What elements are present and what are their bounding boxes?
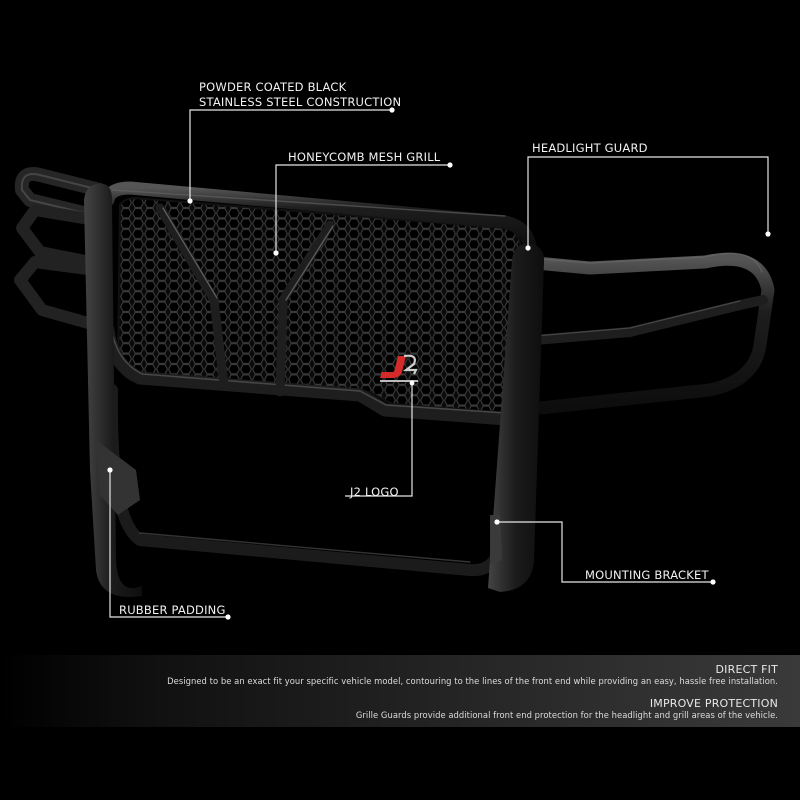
right-upright-post: [488, 243, 545, 593]
callout-construction-line-1: POWDER COATED BLACK: [199, 80, 347, 94]
callout-bracket-label: MOUNTING BRACKET: [585, 568, 709, 582]
feature-info-band: DIRECT FIT Designed to be an exact fit y…: [0, 655, 800, 727]
callout-construction: POWDER COATED BLACK STAINLESS STEEL CONS…: [199, 80, 401, 110]
right-mounting-bracket: [490, 515, 502, 565]
callout-honeycomb-mesh: HONEYCOMB MESH GRILL: [288, 150, 440, 165]
callout-padding-label: RUBBER PADDING: [119, 603, 226, 617]
callout-logo-label: J2 LOGO: [350, 485, 399, 499]
feature-description: Grille Guards provide additional front e…: [355, 710, 778, 720]
left-headlight-guard: [14, 167, 107, 331]
callout-dots: [107, 107, 771, 620]
j2-logo-icon: [380, 354, 418, 382]
callout-headlight-guard: HEADLIGHT GUARD: [532, 141, 648, 156]
callout-rubber-padding: RUBBER PADDING: [119, 603, 226, 618]
callout-construction-line-2: STAINLESS STEEL CONSTRUCTION: [199, 95, 402, 109]
callout-leader-lines: [109, 109, 769, 618]
callout-headlight-label: HEADLIGHT GUARD: [532, 141, 648, 155]
left-mounting-bracket: [96, 440, 140, 515]
feature-title: DIRECT FIT: [715, 663, 778, 676]
feature-improve-protection: IMPROVE PROTECTION Grille Guards provide…: [356, 697, 778, 721]
feature-direct-fit: DIRECT FIT Designed to be an exact fit y…: [167, 663, 778, 687]
feature-description: Designed to be an exact fit your specifi…: [167, 676, 778, 686]
callout-mounting-bracket: MOUNTING BRACKET: [585, 568, 709, 583]
callout-mesh-label: HONEYCOMB MESH GRILL: [288, 150, 441, 164]
feature-title: IMPROVE PROTECTION: [649, 697, 778, 710]
callout-j2-logo: J2 LOGO: [350, 485, 399, 500]
left-upright-post: [84, 183, 142, 597]
